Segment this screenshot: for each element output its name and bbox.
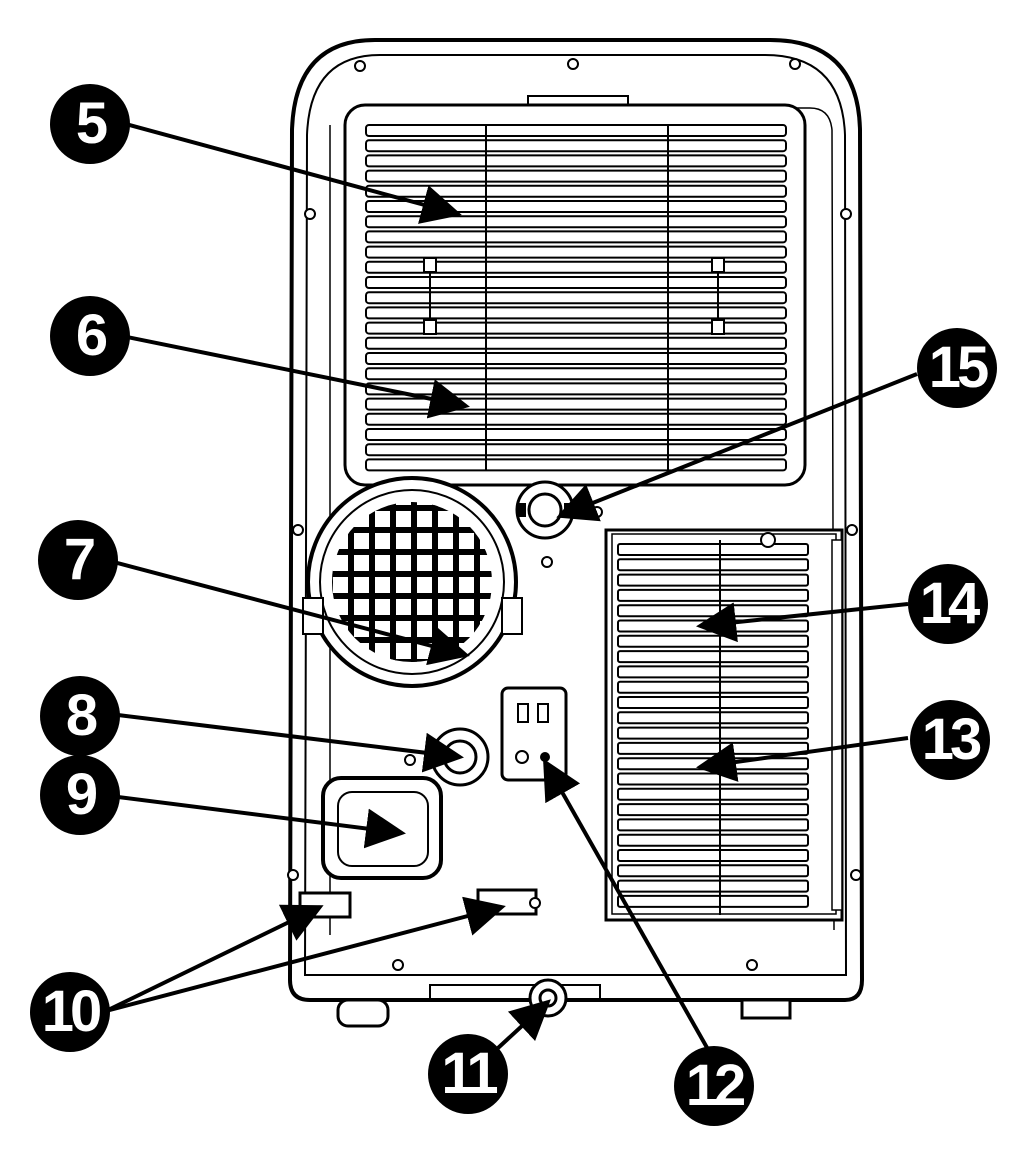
unit-body-inner-edge <box>303 54 848 976</box>
lower-grille-slats <box>617 543 809 908</box>
callout-15-label: 15 <box>928 335 989 400</box>
caster-left <box>336 998 390 1028</box>
callout-13: 13 <box>910 700 990 780</box>
callout-7-label: 7 <box>63 527 96 592</box>
screws <box>287 58 862 971</box>
callout-5-label: 5 <box>75 91 108 156</box>
callout-11-label: 11 <box>441 1041 498 1106</box>
callout-9: 9 <box>40 755 120 835</box>
callout-13-label: 13 <box>921 707 982 772</box>
callout-14-label: 14 <box>919 571 980 636</box>
caster-right <box>740 998 792 1020</box>
callout-8-label: 8 <box>65 683 98 748</box>
callout-8: 8 <box>40 676 120 756</box>
callout-12-label: 12 <box>685 1053 746 1118</box>
callout-12: 12 <box>674 1046 754 1126</box>
callout-6: 6 <box>50 296 130 376</box>
callout-9-label: 9 <box>65 762 98 827</box>
callout-15: 15 <box>917 328 997 408</box>
callout-6-label: 6 <box>75 303 108 368</box>
callout-10: 10 <box>30 972 110 1052</box>
leader-lines <box>105 121 918 1061</box>
power-outlet <box>500 686 568 782</box>
callout-11: 11 <box>428 1034 508 1114</box>
callout-7: 7 <box>38 520 118 600</box>
callout-14: 14 <box>908 564 988 644</box>
callout-10-label: 10 <box>41 979 102 1044</box>
callout-5: 5 <box>50 84 130 164</box>
